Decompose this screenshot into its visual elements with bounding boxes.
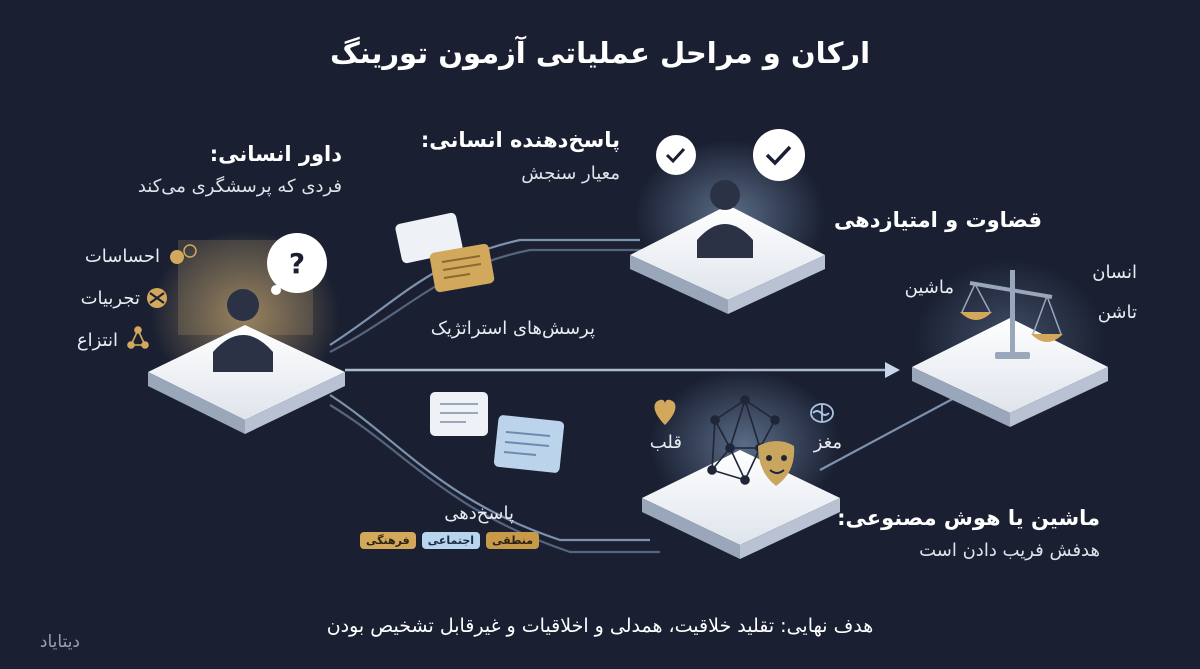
responder-person-icon (697, 180, 753, 258)
mask-icon (758, 441, 795, 486)
brand-logo-text: دیتایاد (39, 632, 80, 652)
judge-heading: داور انسانی: (209, 142, 342, 166)
question-bubble-icon: ? (267, 233, 327, 295)
abstraction-icon (127, 326, 149, 349)
answer-chat-icons (430, 392, 565, 473)
connection-lines (329, 238, 961, 554)
scale-icon (960, 270, 1063, 359)
check-bubble-icon-large (753, 129, 805, 181)
final-goal: هدف نهایی: تقلید خلاقیت، همدلی و اخلاقیا… (326, 615, 874, 637)
machine-heading: ماشین یا هوش مصنوعی: (837, 506, 1100, 530)
scoring-machine-label: ماشین (904, 277, 954, 298)
responder-heading: پاسخ‌دهنده انسانی: (420, 128, 620, 152)
arrow-head (885, 362, 900, 378)
tag-logical: منطقی (486, 532, 540, 549)
answers-label: پاسخ‌دهی (444, 503, 514, 524)
machine-platform (642, 370, 840, 559)
heart-icon (654, 399, 676, 425)
answer-tags: منطقی اجتماعی فرهنگی (360, 532, 540, 549)
tag-cultural: فرهنگی (360, 532, 416, 549)
questions-label: پرسش‌های استراتژیک (430, 318, 595, 339)
scoring-human-label: انسان (1092, 262, 1137, 283)
page-title: ارکان و مراحل عملیاتی آزمون تورینگ (329, 36, 871, 70)
trait-abstraction: انتزاع (76, 330, 118, 351)
question-chat-icons (395, 212, 495, 293)
trait-emotions: احساسات (84, 246, 160, 267)
judge-person-icon (213, 289, 273, 372)
heart-label: قلب (649, 432, 682, 453)
machine-subtitle: هدفش فریب دادن است (919, 540, 1100, 561)
check-bubble-icon (656, 135, 696, 175)
scoring-heading: قضاوت و امتیازدهی (833, 208, 1042, 232)
responder-subtitle: معیار سنجش (521, 163, 620, 184)
judge-subtitle: فردی که پرسشگری می‌کند (137, 176, 342, 197)
trait-experiences: تجربیات (80, 288, 140, 309)
tag-social: اجتماعی (421, 532, 481, 549)
scoring-second-label: تاشن (1097, 302, 1137, 323)
brain-label: مغز (813, 432, 842, 453)
brain-icon (810, 403, 834, 423)
experience-icon (147, 288, 167, 308)
emotion-icon (170, 244, 197, 264)
svg-text:?: ? (289, 247, 305, 280)
